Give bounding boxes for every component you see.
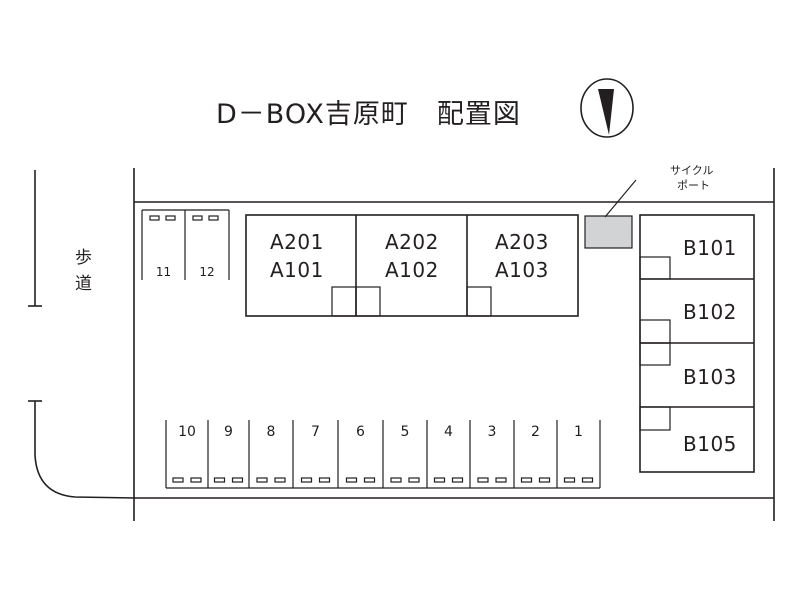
- wheel-stop: [363, 477, 376, 483]
- wheel-stop: [538, 477, 551, 483]
- unit-a202: A202: [385, 230, 439, 254]
- unit-b103: B103: [683, 365, 737, 389]
- sidewalk-marker: [28, 170, 136, 499]
- cycle-port-label-1: サイクル: [670, 164, 713, 177]
- north-arrow-icon: [580, 78, 634, 138]
- wheel-stop: [192, 215, 203, 221]
- wheel-stop: [172, 477, 184, 483]
- wheel-stop: [149, 215, 160, 221]
- unit-a101: A101: [270, 258, 324, 282]
- plan-title: D－BOX吉原町 配置図: [216, 99, 521, 130]
- unit-a103: A103: [495, 258, 549, 282]
- wheel-stop: [390, 477, 402, 483]
- parking-top: 11 12: [141, 209, 230, 280]
- unit-b102: B102: [683, 300, 737, 324]
- cycle-port: [584, 179, 637, 249]
- wheel-stop: [231, 477, 244, 483]
- sidewalk-label-1: 歩: [75, 248, 92, 268]
- wheel-stop: [563, 477, 576, 483]
- wheel-stop: [208, 215, 219, 221]
- cycle-port-label-2: ポート: [677, 179, 710, 192]
- wheel-stop: [300, 477, 313, 483]
- parking-slot-7: 7: [311, 424, 320, 440]
- wheel-stop: [495, 477, 507, 483]
- unit-a102: A102: [385, 258, 439, 282]
- building-b: [639, 214, 755, 473]
- parking-slot-4: 4: [444, 424, 453, 440]
- parking-bottom: 10 9 8 7 6 5 4 3 2 1: [165, 420, 601, 489]
- wheel-stop: [345, 477, 358, 483]
- wheel-stop: [477, 477, 489, 483]
- parking-slot-1: 1: [574, 424, 583, 440]
- parking-slot-5: 5: [401, 424, 410, 440]
- wheel-stop: [581, 477, 594, 483]
- wheel-stop: [433, 477, 446, 483]
- wheel-stop: [256, 477, 268, 483]
- parking-slot-12: 12: [199, 265, 214, 279]
- parking-slot-6: 6: [356, 424, 365, 440]
- parking-slot-10: 10: [178, 424, 196, 440]
- parking-slot-8: 8: [267, 424, 276, 440]
- parking-slot-3: 3: [488, 424, 497, 440]
- wheel-stop: [408, 477, 420, 483]
- wheel-stop: [165, 215, 176, 221]
- wheel-stop: [213, 477, 226, 483]
- wheel-stop: [190, 477, 202, 483]
- parking-slot-11: 11: [156, 265, 171, 279]
- unit-a203: A203: [495, 230, 549, 254]
- building-a: [245, 214, 579, 317]
- wheel-stop: [520, 477, 533, 483]
- parking-slot-9: 9: [224, 424, 233, 440]
- wheel-stop: [318, 477, 331, 483]
- unit-a201: A201: [270, 230, 324, 254]
- site-boundary: [133, 168, 775, 521]
- unit-b101: B101: [683, 236, 737, 260]
- unit-b105: B105: [683, 432, 737, 456]
- parking-slot-2: 2: [531, 424, 540, 440]
- wheel-stop: [451, 477, 464, 483]
- wheel-stop: [274, 477, 286, 483]
- sidewalk-label-2: 道: [75, 274, 92, 294]
